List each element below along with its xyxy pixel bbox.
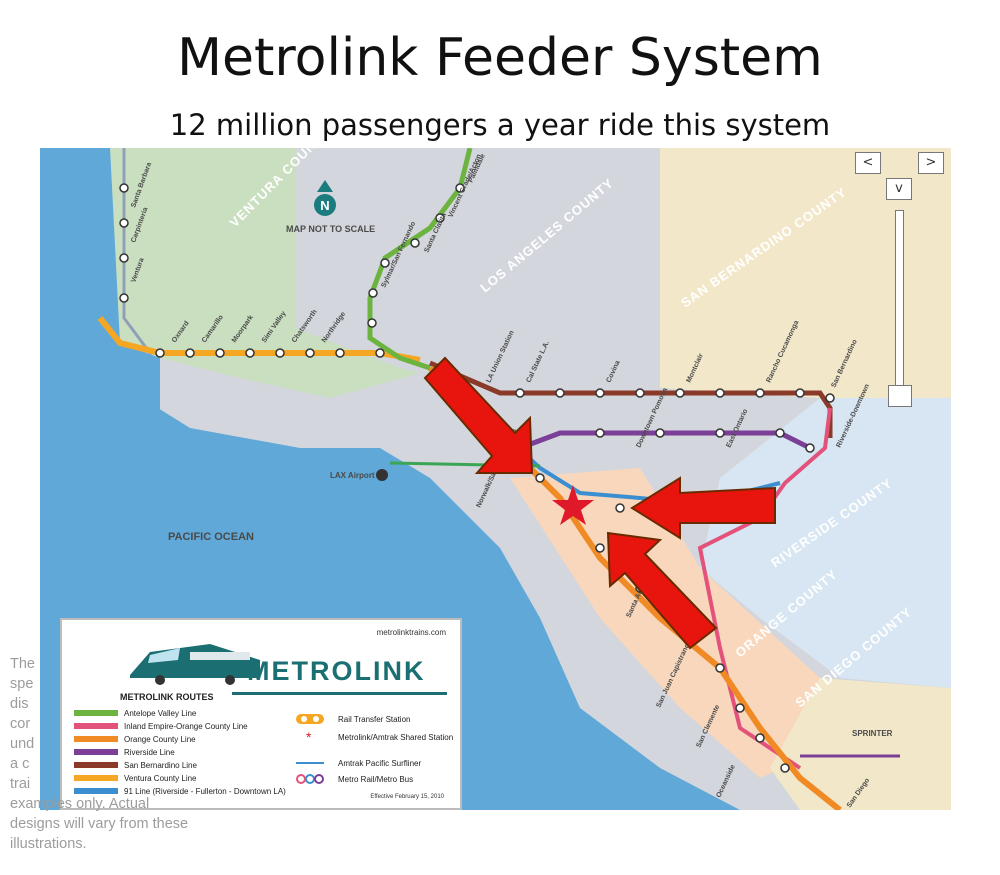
svg-text:*: *	[306, 730, 312, 744]
riverside-line	[519, 430, 812, 451]
map-legend: metrolinktrains.com METROLINK METROLINK …	[60, 618, 462, 810]
slide-subtitle: 12 million passengers a year ride this s…	[169, 108, 831, 142]
sprinter-label: SPRINTER	[852, 729, 893, 738]
legend-route: Orange County Line	[74, 734, 196, 744]
star-icon	[552, 485, 594, 525]
sanbern-region	[660, 148, 951, 408]
train-icon	[130, 644, 260, 685]
svg-text:N: N	[320, 198, 329, 213]
surfliner-icon	[296, 762, 324, 764]
legend-symbol: * Metrolink/Amtrak Shared Station	[290, 730, 453, 744]
disclaimer-line: examples only. Actual	[10, 796, 150, 812]
route-swatch	[74, 723, 118, 729]
north-arrow-icon: N	[314, 180, 336, 216]
disclaimer-line: trai	[10, 776, 31, 792]
legend-rule	[232, 692, 447, 695]
route-name: Riverside Line	[124, 747, 175, 757]
ventura-region	[110, 148, 420, 398]
legend-route: Inland Empire-Orange County Line	[74, 721, 248, 731]
route-swatch	[74, 788, 118, 794]
disclaimer-line: a c	[10, 756, 30, 772]
riverside-region	[700, 398, 951, 688]
legend-symbol: Metro Rail/Metro Bus	[290, 772, 413, 786]
disclaimer-line: und	[10, 736, 35, 752]
legend-date: Effective February 15, 2010	[370, 794, 444, 800]
antelope-line	[367, 148, 473, 371]
airport-label: LAX Airport	[330, 471, 375, 480]
pan-left-button[interactable]: <	[855, 152, 881, 174]
symbol-name: Rail Transfer Station	[338, 714, 411, 724]
legend-symbol: Rail Transfer Station	[290, 712, 410, 726]
legend-route: Antelope Valley Line	[74, 708, 196, 718]
disclaimer-line: spe	[10, 676, 34, 692]
symbol-name: Metro Rail/Metro Bus	[338, 774, 414, 784]
zoom-slider-track[interactable]	[895, 210, 904, 392]
ocean-label: PACIFIC OCEAN	[168, 531, 254, 543]
symbol-name: Metrolink/Amtrak Shared Station	[338, 732, 454, 742]
metro-rail-icon	[296, 774, 324, 784]
route-name: 91 Line (Riverside - Fullerton - Downtow…	[124, 786, 286, 796]
slide-title: Metrolink Feeder System	[177, 28, 823, 88]
arrow-lower-up-icon	[606, 531, 718, 650]
arrow-left-down-icon	[423, 356, 534, 474]
route-swatch	[74, 749, 118, 755]
ie-oc-line	[697, 407, 832, 770]
disclaimer-line: cor	[10, 716, 31, 732]
arrow-right-left-icon	[630, 476, 776, 540]
symbol-name: Amtrak Pacific Surfliner	[338, 758, 422, 768]
disclaimer-line: dis	[10, 696, 29, 712]
route-name: Antelope Valley Line	[124, 708, 197, 718]
legend-brand: METROLINK	[247, 656, 426, 686]
route-name: Orange County Line	[124, 734, 196, 744]
route-swatch	[74, 775, 118, 781]
airplane-icon	[376, 469, 388, 481]
disclaimer-text: The spe dis cor und a c trai examples on…	[10, 654, 240, 854]
route-swatch	[74, 736, 118, 742]
legend-route: Riverside Line	[74, 747, 175, 757]
route-name: Ventura County Line	[124, 773, 197, 783]
legend-route: 91 Line (Riverside - Fullerton - Downtow…	[74, 786, 286, 796]
pan-down-button[interactable]: v	[886, 178, 912, 200]
disclaimer-line: illustrations.	[10, 836, 87, 852]
zoom-slider-handle[interactable]	[888, 385, 912, 407]
legend-url: metrolinktrains.com	[376, 628, 446, 637]
legend-route: San Bernardino Line	[74, 760, 197, 770]
route-swatch	[74, 762, 118, 768]
legend-route: Ventura County Line	[74, 773, 197, 783]
pan-right-button[interactable]: >	[918, 152, 944, 174]
disclaimer-line: designs will vary from these	[10, 816, 189, 832]
route-name: Inland Empire-Orange County Line	[124, 721, 248, 731]
legend-symbol: Amtrak Pacific Surfliner	[290, 756, 421, 770]
sandiego-region	[770, 678, 951, 810]
disclaimer-line: The	[10, 656, 35, 672]
shared-station-icon: *	[306, 730, 312, 744]
route-name: San Bernardino Line	[124, 760, 197, 770]
transfer-station-icon	[296, 714, 324, 724]
scale-note: MAP NOT TO SCALE	[286, 224, 375, 234]
legend-routes-title: METROLINK ROUTES	[120, 692, 214, 702]
route-swatch	[74, 710, 118, 716]
